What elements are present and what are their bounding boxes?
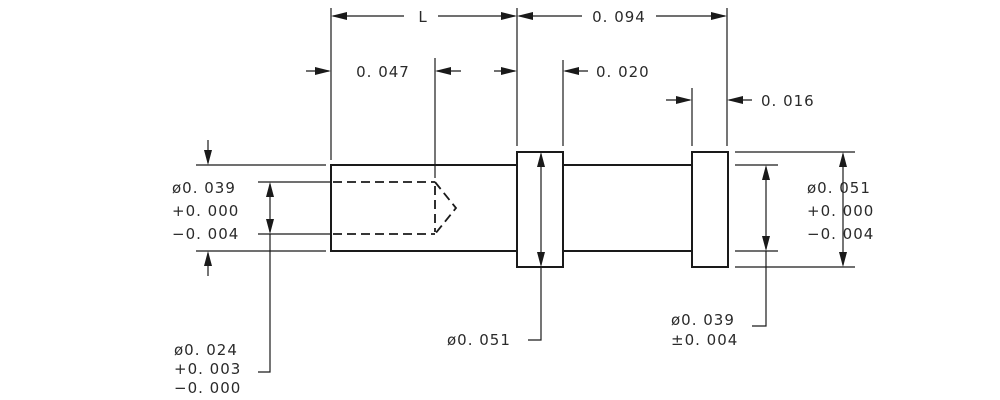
bore-diameter-upper-tol: +0. 003	[174, 360, 241, 378]
collar-diameter-value: ø0. 051	[447, 331, 511, 349]
bore-diameter-lower-tol: −0. 000	[174, 379, 241, 397]
shaft-diameter-value: ø0. 039	[671, 311, 735, 329]
shaft-diameter-tol: ±0. 004	[671, 331, 738, 349]
end-collar-diameter-lower-tol: −0. 004	[807, 225, 874, 243]
dimension-0-016: 0. 016	[666, 92, 815, 110]
dimension-shaft-diameter: ø0. 039 ±0. 004	[671, 165, 770, 349]
left-shaft-body	[330, 164, 518, 252]
dimension-0-016-label: 0. 016	[761, 92, 815, 110]
dimension-left-diameter: ø0. 039 +0. 000 −0. 004	[172, 140, 239, 276]
dimension-0-020: 0. 020	[494, 63, 650, 81]
left-diameter-lower-tol: −0. 004	[172, 225, 239, 243]
dimension-L: L	[331, 8, 517, 26]
dimension-L-label: L	[418, 8, 427, 26]
end-collar	[691, 151, 729, 268]
dimension-collar-diameter: ø0. 051	[447, 152, 545, 349]
left-diameter-upper-tol: +0. 000	[172, 202, 239, 220]
dimension-0-094: 0. 094	[517, 8, 727, 26]
end-collar-diameter-upper-tol: +0. 000	[807, 202, 874, 220]
hidden-bore	[333, 181, 458, 235]
left-diameter-value: ø0. 039	[172, 179, 236, 197]
dimension-0-047: 0. 047	[306, 63, 461, 81]
dimension-bore-diameter: ø0. 024 +0. 003 −0. 000	[174, 182, 274, 397]
middle-shaft	[562, 164, 693, 252]
dimension-0-047-label: 0. 047	[356, 63, 410, 81]
dimension-end-collar-diameter: ø0. 051 +0. 000 −0. 004	[807, 152, 874, 267]
extension-lines	[196, 8, 855, 268]
bore-diameter-value: ø0. 024	[174, 341, 238, 359]
dimension-0-020-label: 0. 020	[596, 63, 650, 81]
part-outline	[330, 151, 729, 268]
dimension-0-094-label: 0. 094	[592, 8, 646, 26]
end-collar-diameter-value: ø0. 051	[807, 179, 871, 197]
middle-collar	[516, 151, 564, 268]
